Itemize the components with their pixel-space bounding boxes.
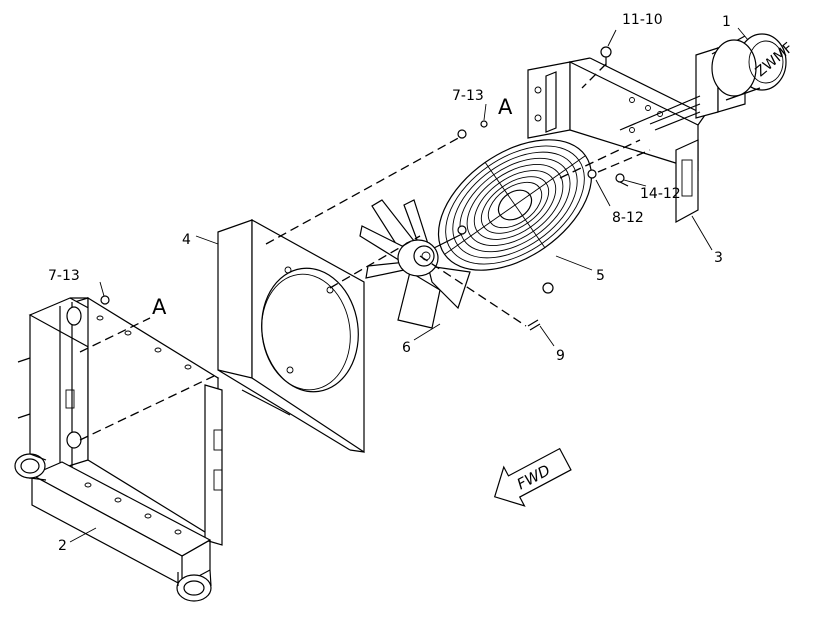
forward-arrow: FWD [493, 447, 572, 507]
hardware [100, 46, 629, 331]
callout-2: 2 [58, 538, 67, 554]
fan-guard [437, 139, 593, 294]
callout-9: 9 [556, 348, 565, 364]
callout-3: 3 [714, 250, 723, 266]
callout-a-top: A [498, 95, 513, 119]
motor-bracket [527, 57, 706, 224]
callout-4: 4 [182, 232, 191, 248]
callouts: 1 11-10 7-13 A 4 8-12 14-12 3 5 7-13 A 6… [48, 12, 731, 554]
callout-11-10: 11-10 [622, 12, 663, 28]
fan-blade [359, 199, 471, 329]
callout-14-12: 14-12 [640, 186, 681, 202]
callout-a-left: A [152, 295, 167, 319]
callout-7-13-left: 7-13 [48, 268, 80, 284]
callout-8-12: 8-12 [612, 210, 644, 226]
callout-6: 6 [402, 340, 411, 356]
callout-7-13-top: 7-13 [452, 88, 484, 104]
radiator [14, 296, 223, 602]
motor: ZWMF [619, 33, 796, 131]
assembly-lines [79, 63, 651, 441]
leader-lines [69, 27, 749, 543]
callout-1: 1 [722, 14, 731, 30]
callout-5: 5 [596, 268, 605, 284]
fan-shroud [217, 218, 365, 454]
